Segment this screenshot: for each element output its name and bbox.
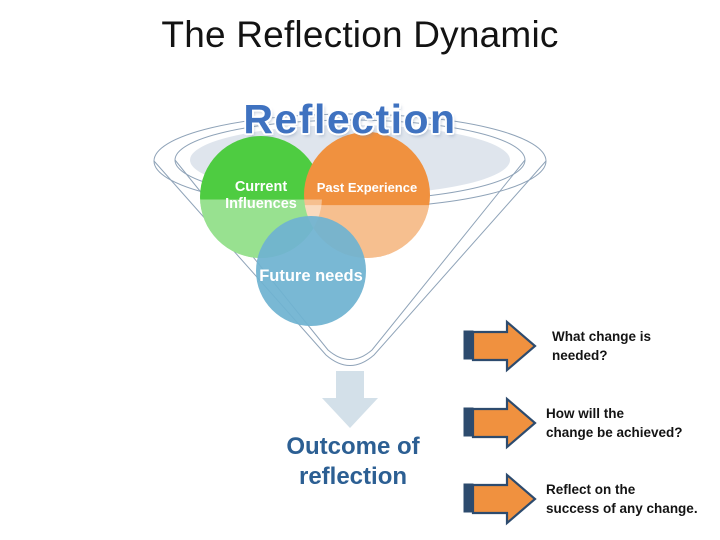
step-caption-reflect-success: Reflect on the success of any change. xyxy=(546,481,698,516)
step-caption-how-achieved: How will the change be achieved? xyxy=(546,405,683,440)
right-arrow-icon xyxy=(462,472,538,526)
outcome-of-reflection-label: Outcome of reflection xyxy=(286,433,420,491)
step-row-how-achieved[interactable]: How will the change be achieved? xyxy=(462,392,720,454)
venn-circle-future-needs[interactable]: Future needs xyxy=(256,216,366,326)
step-row-reflect-success[interactable]: Reflect on the success of any change. xyxy=(462,468,720,530)
venn-label-past-experience: Past Experience xyxy=(316,180,418,196)
step-caption-what-change: What change is needed? xyxy=(552,328,652,363)
step-row-what-change[interactable]: What change is needed? xyxy=(462,315,720,377)
reflection-funnel-diagram: Current Influences Past Experience Futur… xyxy=(140,88,560,428)
funnel-down-arrow xyxy=(322,371,378,428)
funnel-cone-outer xyxy=(153,160,547,366)
right-arrow-icon xyxy=(462,319,538,373)
page-title: The Reflection Dynamic xyxy=(161,14,559,55)
venn-label-future-needs: Future needs xyxy=(259,267,363,286)
funnel-cone-inner xyxy=(174,159,526,360)
reflection-wordart-heading: Reflection xyxy=(243,96,457,142)
right-arrow-icon xyxy=(462,396,538,450)
